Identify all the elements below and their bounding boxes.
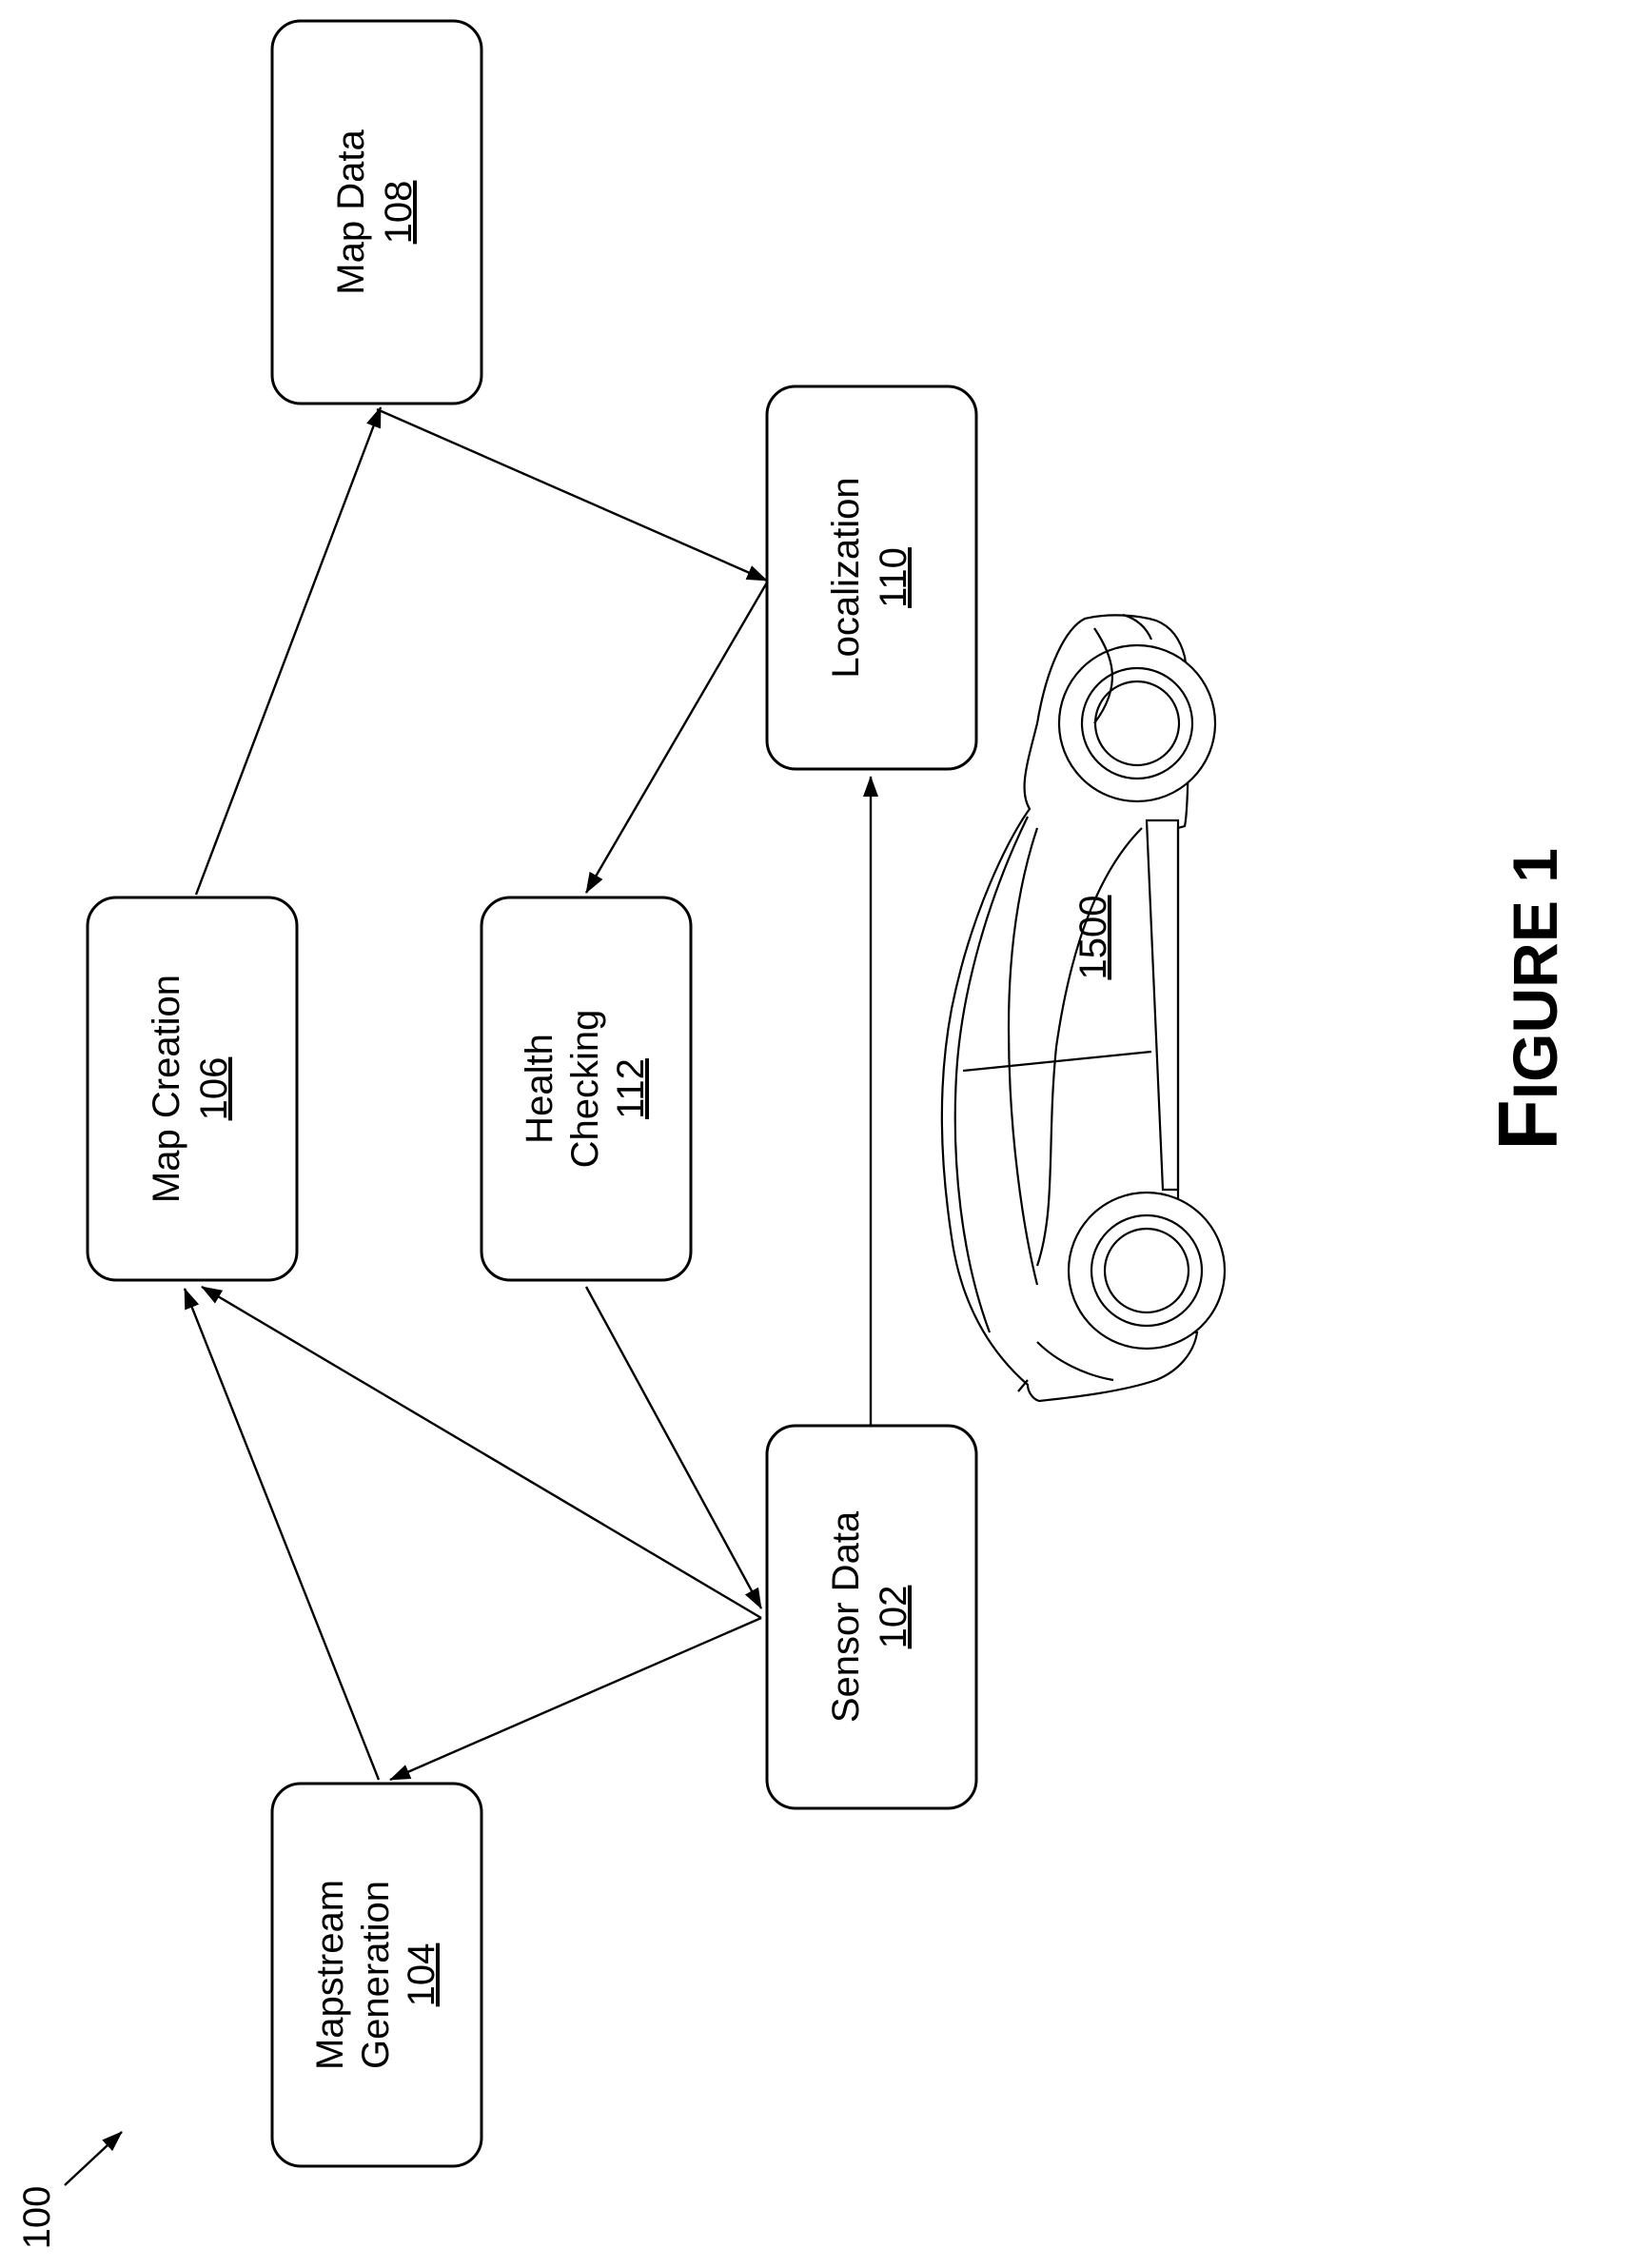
node-mapstream-generation: Mapstream Generation 104 [272, 1784, 481, 2166]
edge-mapstream-to-mapcreation [185, 1289, 379, 1780]
edge-mapcreation-to-mapdata [196, 407, 381, 895]
vehicle-rear-wheel [1069, 1193, 1225, 1349]
edge-localization-to-healthchecking [586, 582, 767, 893]
node-label-line2: Generation [355, 1881, 397, 2069]
vehicle-front-wheel [1059, 645, 1215, 801]
vehicle-rear-detail [1018, 1342, 1113, 1391]
node-health-checking: Health Checking 112 [481, 897, 691, 1280]
figure-caption: FIGURE 1 [1481, 848, 1575, 1151]
vehicle-illustration: 1500 [942, 615, 1225, 1401]
vehicle-roof-line [955, 817, 1028, 1332]
node-localization: Localization 110 [767, 386, 976, 769]
edge-sensor-to-mapstream [390, 1618, 761, 1780]
node-label: Map Creation [146, 975, 187, 1203]
caption-rest: IGURE 1 [1500, 848, 1570, 1099]
caption-initial: F [1481, 1099, 1575, 1151]
edge-mapdata-to-localization [377, 409, 767, 581]
figure-ref-number: 100 [16, 2186, 58, 2250]
node-label-line1: Health [519, 1034, 560, 1144]
node-ref: 110 [873, 547, 914, 608]
node-label-line1: Mapstream [309, 1880, 351, 2070]
node-sensor-data: Sensor Data 102 [767, 1426, 976, 1808]
vehicle-sill [1147, 820, 1178, 1190]
edge-healthchecking-to-sensor [586, 1287, 761, 1608]
figure-ref: 100 [16, 2132, 122, 2249]
vehicle-ref: 1500 [1072, 896, 1114, 980]
node-label: Sensor Data [825, 1510, 867, 1723]
figure-ref-arrow [65, 2132, 122, 2185]
node-ref: 112 [610, 1058, 652, 1119]
node-ref: 102 [873, 1586, 914, 1649]
node-map-creation: Map Creation 106 [88, 897, 297, 1280]
node-ref: 104 [401, 1943, 442, 2007]
node-ref: 108 [378, 181, 420, 245]
node-map-data: Map Data 108 [272, 21, 481, 404]
node-label-line2: Checking [564, 1010, 606, 1169]
vehicle-window-line [1009, 828, 1037, 1285]
node-ref: 106 [193, 1057, 235, 1121]
svg-text:FIGURE 1: FIGURE 1 [1481, 848, 1575, 1151]
vehicle-pillar [963, 1052, 1151, 1071]
node-label: Localization [825, 477, 867, 678]
node-label: Map Data [330, 129, 372, 295]
